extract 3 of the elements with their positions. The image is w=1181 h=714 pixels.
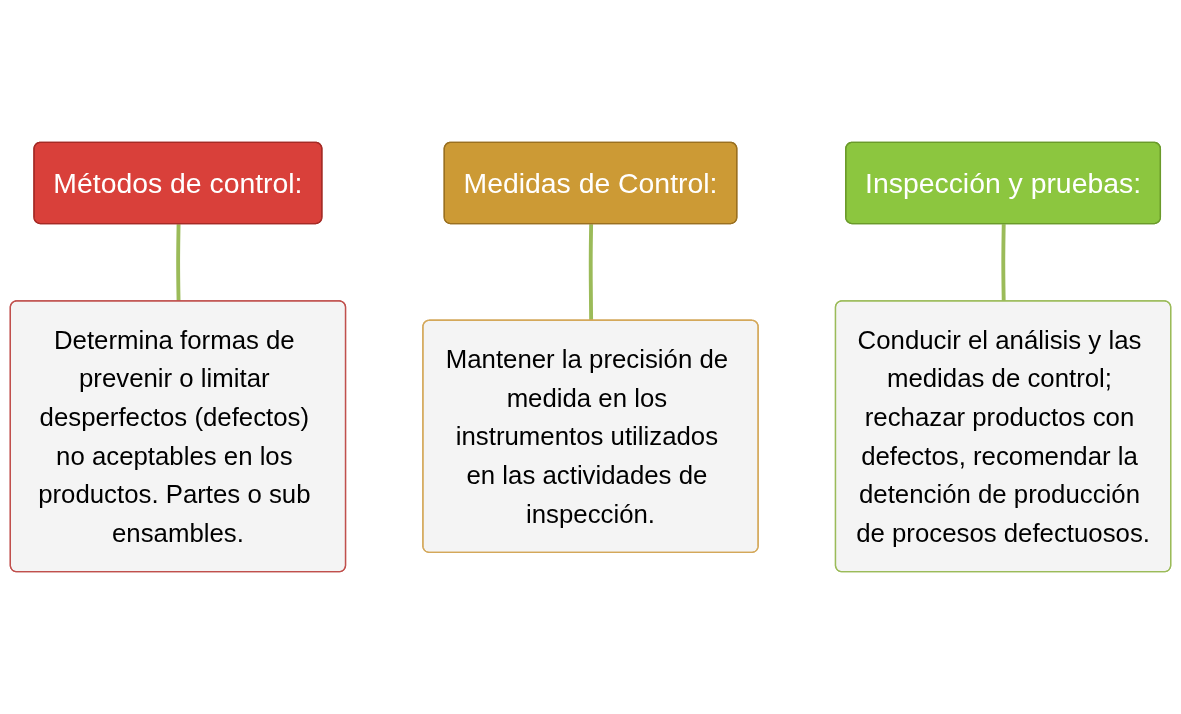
connector [588,224,594,321]
connector [176,224,181,302]
connector [1001,224,1006,302]
